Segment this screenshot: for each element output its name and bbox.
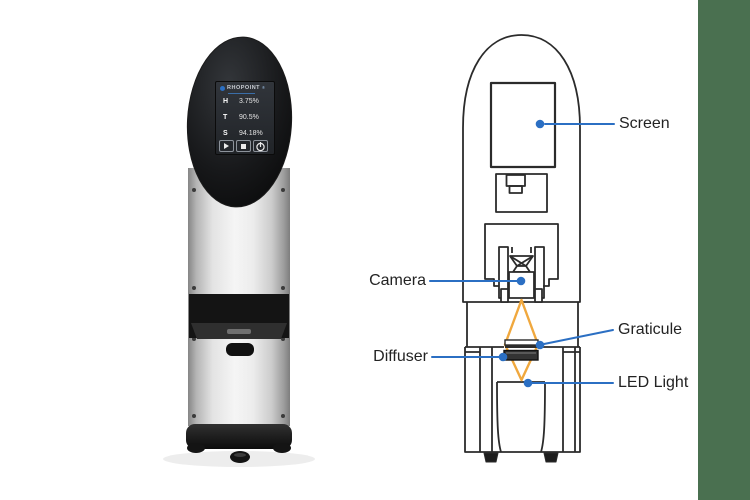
play-button[interactable] — [219, 140, 234, 152]
camera-foot-right — [534, 288, 543, 303]
graticule-callout-line — [543, 329, 614, 345]
foot-left — [187, 443, 205, 453]
sample-chamber — [496, 381, 546, 453]
accent-green-bar — [698, 0, 750, 500]
optics-stack — [503, 339, 539, 361]
stop-button[interactable] — [236, 140, 251, 152]
screen-row-h-label: H — [223, 98, 229, 105]
mid-section-walls — [466, 302, 579, 347]
brand-logo: RHOPOINT ® — [220, 85, 265, 91]
camera-callout-dot — [516, 276, 526, 286]
camera-lens-cross — [509, 255, 534, 267]
brand-logo-text: RHOPOINT — [227, 85, 261, 91]
device-base — [186, 424, 292, 449]
led-callout-dot — [523, 378, 533, 388]
brand-logo-icon — [220, 86, 225, 91]
callouts — [429, 123, 615, 384]
camera-frame-ticks — [511, 247, 532, 253]
diagram-foot-left — [483, 452, 499, 463]
graticule-bar — [504, 339, 539, 346]
sample-aperture — [227, 329, 251, 334]
diffuser-callout-dot — [498, 352, 508, 362]
label-camera: Camera — [369, 272, 426, 289]
screen-buttons — [219, 140, 268, 152]
brand-trademark: ® — [262, 85, 265, 90]
light-path — [503, 298, 540, 382]
diffuser-bar — [503, 349, 539, 361]
foot-right — [273, 443, 291, 453]
callout-dots — [498, 119, 545, 388]
graticule-callout-dot — [535, 340, 545, 350]
play-icon — [224, 143, 229, 149]
screen-row-s: S 94.18% — [223, 129, 269, 138]
connector-plug — [505, 174, 526, 187]
connector-box — [495, 173, 548, 213]
label-led-light: LED Light — [618, 374, 689, 391]
screen-row-t-value: 90.5% — [239, 114, 259, 121]
label-graticule: Graticule — [618, 321, 683, 338]
outline-dome — [462, 34, 581, 303]
product-photo — [163, 36, 315, 467]
label-screen: Screen — [619, 115, 670, 132]
camera-foot-left — [500, 288, 509, 303]
lower-notch — [226, 343, 254, 356]
screen-callout-dot — [535, 119, 545, 129]
connector-plug-inner — [508, 185, 523, 194]
camera-housing — [484, 223, 559, 287]
device-screen: RHOPOINT ® H 3.75% T 90.5% S 94.18% — [215, 81, 275, 155]
screen-row-s-label: S — [223, 130, 228, 137]
screen-row-t: T 90.5% — [223, 113, 269, 122]
cutaway-diagram — [462, 34, 581, 463]
screen-row-h: H 3.75% — [223, 97, 269, 106]
screen-row-s-value: 94.18% — [239, 130, 263, 137]
target-button[interactable] — [253, 140, 268, 152]
base-outline — [464, 347, 581, 453]
graticule-edge — [505, 344, 538, 348]
screen-row-t-label: T — [223, 114, 228, 121]
base-legs — [479, 347, 576, 452]
diagram-foot-right — [543, 452, 559, 463]
brand-logo-underline — [228, 93, 255, 94]
label-diffuser: Diffuser — [373, 348, 428, 365]
screen-row-h-value: 3.75% — [239, 98, 259, 105]
stop-icon — [241, 143, 246, 149]
foot-front-highlight — [234, 453, 246, 457]
target-icon — [256, 141, 265, 151]
